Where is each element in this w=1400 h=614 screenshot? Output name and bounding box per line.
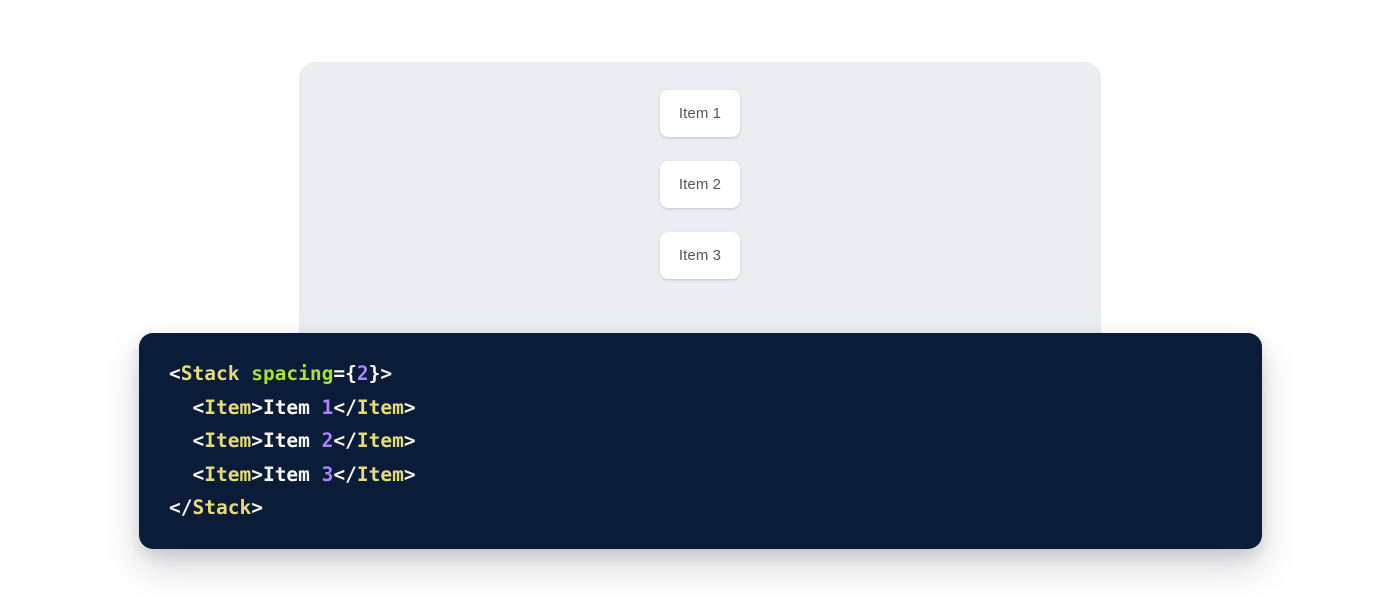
- code-token-tag: Item: [204, 395, 252, 419]
- code-token-tag: Item: [356, 429, 404, 453]
- code-token-punct: </: [333, 395, 357, 419]
- code-token-tag: Item: [356, 462, 404, 486]
- code-token-tag: Item: [204, 462, 252, 486]
- code-token-tag: Stack: [192, 496, 252, 520]
- code-token-number: 2: [356, 362, 369, 385]
- code-token-punct: <: [192, 429, 205, 453]
- code-token-punct: >: [251, 462, 263, 486]
- code-token-punct: <: [192, 395, 205, 419]
- code-token-number: 3: [321, 462, 334, 486]
- code-token-punct: >: [251, 429, 263, 453]
- component-preview-panel: Item 1 Item 2 Item 3: [299, 62, 1101, 352]
- code-token-punct: <: [192, 462, 205, 486]
- code-token-punct: </: [169, 496, 193, 520]
- code-snippet-block[interactable]: <Stack spacing={2}> <Item>Item 1</Item> …: [139, 333, 1262, 549]
- stack-item[interactable]: Item 1: [660, 90, 740, 137]
- code-snippet-text: <Stack spacing={2}> <Item>Item 1</Item> …: [169, 357, 1262, 525]
- code-token-punct: >: [251, 395, 263, 419]
- code-token-text: Item: [262, 429, 322, 453]
- code-token-punct: <: [169, 362, 181, 385]
- code-token-number: 1: [321, 395, 334, 419]
- code-token-text: [239, 362, 251, 385]
- stack-component: Item 1 Item 2 Item 3: [660, 90, 740, 279]
- code-token-attr: spacing: [251, 362, 334, 385]
- code-token-number: 2: [321, 429, 334, 453]
- code-token-punct: </: [333, 462, 357, 486]
- code-token-punct: >: [403, 429, 416, 453]
- stack-item[interactable]: Item 3: [660, 232, 740, 279]
- code-token-punct: >: [251, 496, 263, 520]
- code-token-punct: ={: [333, 362, 357, 385]
- code-token-text: Item: [262, 395, 322, 419]
- code-token-punct: >: [403, 462, 416, 486]
- code-token-tag: Stack: [180, 362, 240, 385]
- code-token-punct: </: [333, 429, 357, 453]
- code-token-tag: Item: [356, 395, 404, 419]
- code-token-text: Item: [262, 462, 322, 486]
- code-token-tag: Item: [204, 429, 252, 453]
- code-token-punct: >: [403, 395, 416, 419]
- stack-item[interactable]: Item 2: [660, 161, 740, 208]
- code-token-punct: }>: [368, 362, 393, 385]
